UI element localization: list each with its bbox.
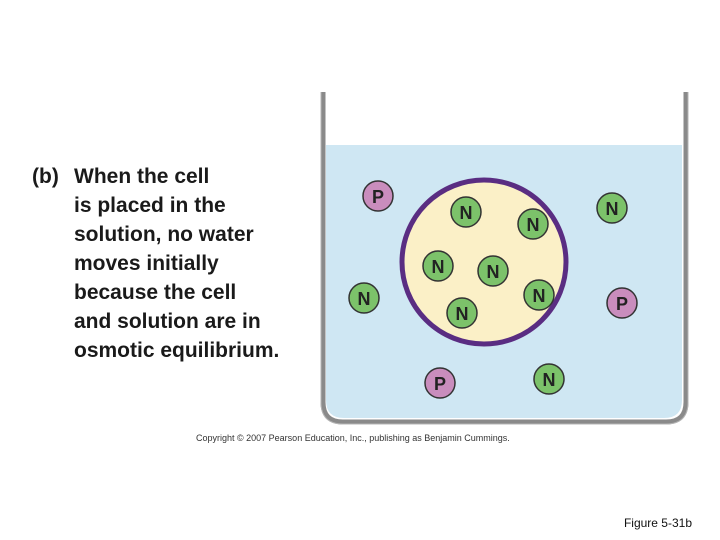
caption-line: because the cell (32, 278, 332, 307)
solute-particle-n: N (450, 196, 482, 228)
panel-label: (b) (32, 165, 59, 188)
solute-particle-p: P (424, 367, 456, 399)
caption-text-line: osmotic equilibrium. (74, 339, 280, 362)
caption-line: (b) When the cell (32, 162, 332, 191)
caption-line: and solution are in (32, 307, 332, 336)
solute-particle-p: P (606, 287, 638, 319)
svg-text:N: N (606, 199, 619, 219)
solute-particle-p: P (362, 180, 394, 212)
figure-number: Figure 5-31b (623, 516, 692, 530)
solute-particle-n: N (422, 250, 454, 282)
solute-particle-n: N (517, 208, 549, 240)
svg-text:N: N (533, 286, 546, 306)
svg-text:N: N (543, 370, 556, 390)
caption-text-line: When the cell (74, 165, 210, 188)
caption-line: is placed in the (32, 191, 332, 220)
svg-text:N: N (460, 203, 473, 223)
caption-text-line: and solution are in (74, 310, 261, 333)
caption-line: solution, no water (32, 220, 332, 249)
caption-text-line: because the cell (74, 281, 237, 304)
caption-text-line: solution, no water (74, 223, 254, 246)
solute-particle-n: N (446, 297, 478, 329)
svg-text:N: N (527, 215, 540, 235)
caption-text-line: moves initially (74, 252, 219, 275)
svg-text:N: N (432, 257, 445, 277)
svg-text:N: N (456, 304, 469, 324)
caption-line: moves initially (32, 249, 332, 278)
svg-text:N: N (358, 289, 371, 309)
caption-text-line: is placed in the (74, 194, 226, 217)
beaker-outline (320, 92, 689, 425)
solute-particle-n: N (596, 192, 628, 224)
caption-line: osmotic equilibrium. (32, 336, 332, 365)
figure-caption: (b) When the cell is placed in the solut… (32, 162, 332, 365)
solute-particle-n: N (477, 255, 509, 287)
solute-particle-n: N (348, 282, 380, 314)
svg-text:P: P (616, 294, 628, 314)
solute-particle-n: N (533, 363, 565, 395)
solute-particle-n: N (523, 279, 555, 311)
copyright-notice: Copyright © 2007 Pearson Education, Inc.… (196, 433, 510, 443)
beaker (320, 92, 689, 425)
svg-text:N: N (487, 262, 500, 282)
svg-text:P: P (372, 187, 384, 207)
svg-text:P: P (434, 374, 446, 394)
